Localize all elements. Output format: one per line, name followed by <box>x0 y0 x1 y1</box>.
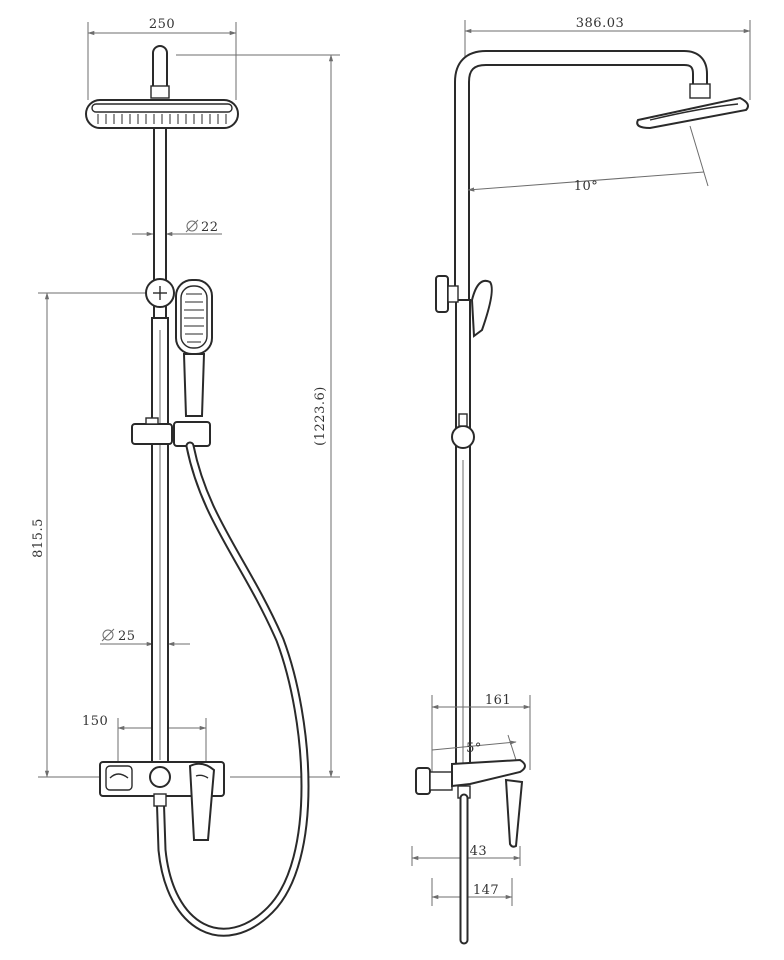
diverter-knob-side <box>435 275 459 313</box>
dim-label-pipe-lower-dia: 25 <box>118 629 136 644</box>
side-view: 386.03 10° <box>411 16 751 945</box>
slide-bracket <box>131 417 211 447</box>
slide-bracket-side <box>451 413 475 449</box>
dim-label-head-tilt: 10° <box>574 179 599 194</box>
dimension-spout-depth: 161 <box>431 693 531 780</box>
dimension-pipe-lower-dia: 25 <box>100 628 190 647</box>
riser-pipe-side <box>455 299 471 771</box>
dim-label-spout-depth: 161 <box>485 693 511 708</box>
riser-pipe-lower <box>151 317 169 769</box>
shower-arm-top <box>150 45 170 99</box>
dimension-pipe-upper-dia: 22 <box>132 219 222 237</box>
dim-label-arm-reach: 386.03 <box>576 16 625 31</box>
dim-label-spout-angle: 5° <box>466 741 482 756</box>
dim-label-body-depth-b: 147 <box>473 883 499 898</box>
dim-label-pipe-upper-dia: 22 <box>201 220 219 235</box>
rain-shower-head-side <box>636 96 749 130</box>
dimension-overall-height: (1223.6) <box>176 54 340 778</box>
dimension-body-depth-b: 147 <box>431 878 513 906</box>
dim-label-holder-height: 815.5 <box>31 518 46 558</box>
dim-label-head-width: 250 <box>149 17 175 32</box>
mixer-valve-side <box>415 758 526 848</box>
diameter-icon <box>101 628 115 642</box>
hand-shower <box>175 279 213 417</box>
dimension-holder-height: 815.5 <box>31 292 150 778</box>
dimension-spout-angle: 5° <box>431 734 517 761</box>
dim-label-mixer-offset: 150 <box>82 714 108 729</box>
dimension-head-width: 250 <box>87 17 237 100</box>
gooseneck-arm <box>454 50 711 300</box>
mixer-handle <box>188 762 216 841</box>
shower-hose <box>155 441 310 937</box>
rain-shower-head <box>85 99 239 129</box>
hand-shower-side <box>470 279 493 338</box>
diverter-knob <box>145 278 175 308</box>
front-view: 250 (1223.6) 815.5 22 <box>31 17 340 937</box>
dimension-head-tilt: 10° <box>467 125 709 194</box>
diameter-icon <box>185 219 199 233</box>
dim-label-overall-height: (1223.6) <box>313 386 328 446</box>
